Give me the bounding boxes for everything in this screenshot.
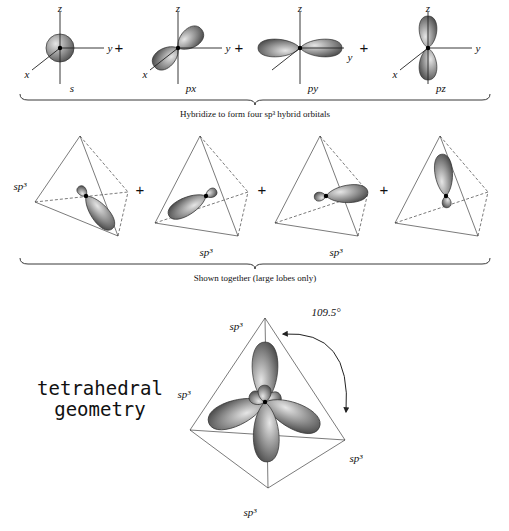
orbital-name: py — [308, 82, 318, 94]
nucleus-dot — [204, 194, 208, 198]
axis-panel — [258, 12, 344, 84]
axis-panel — [32, 12, 104, 84]
angle-arc — [283, 334, 346, 412]
atomic-orbitals — [32, 12, 472, 84]
tetrahedron — [395, 136, 488, 236]
axis-line — [32, 48, 60, 70]
tetrahedron — [275, 136, 369, 236]
orbital-lobe — [75, 184, 89, 199]
nucleus-dot — [263, 400, 267, 404]
axis-panel — [400, 12, 472, 84]
angle-label: 109.5° — [311, 306, 340, 318]
hybrid-orbitals — [35, 136, 488, 236]
orbital-name: pz — [436, 82, 446, 94]
plus-sign: + — [380, 182, 389, 199]
plus-sign: + — [235, 40, 244, 57]
plus-sign: + — [258, 182, 267, 199]
brace — [20, 94, 490, 105]
axis-line — [80, 136, 128, 192]
axis-label: y — [226, 42, 231, 54]
orbital-lobe — [204, 187, 219, 200]
axis-label: x — [143, 68, 148, 80]
axis-label: y — [476, 42, 481, 54]
axis-line — [238, 192, 248, 236]
orbital-name: sp³ — [243, 506, 256, 518]
orbital-lobe — [258, 39, 300, 57]
axis-line — [178, 48, 222, 49]
axis-line — [400, 48, 428, 70]
geometry-label: tetrahedral geometry — [30, 378, 170, 420]
plus-sign: + — [115, 40, 124, 57]
step-caption: Hybridize to form four sp³ hybrid orbita… — [180, 110, 330, 120]
axis-line — [275, 223, 358, 236]
orbital-lobe — [258, 385, 271, 402]
axis-line — [395, 223, 478, 236]
orbital-lobe — [165, 188, 210, 223]
orbital-name: sp³ — [229, 320, 242, 332]
nucleus-dot — [176, 46, 180, 50]
axis-line — [155, 223, 238, 236]
nucleus-dot — [84, 194, 88, 198]
axis-panel — [148, 12, 222, 84]
nucleus-dot — [58, 46, 62, 50]
orbital-name: sp³ — [349, 452, 362, 464]
nucleus-dot — [426, 46, 430, 50]
axis-line — [60, 48, 104, 49]
axis-line — [300, 48, 344, 49]
axis-label: x — [25, 68, 30, 80]
brace — [20, 258, 490, 269]
orbital-lobe — [252, 402, 280, 463]
orbital-name: px — [186, 82, 196, 94]
axis-line — [478, 192, 488, 236]
axis-line — [118, 192, 128, 236]
axis-label: z — [176, 2, 180, 14]
orbital-name: sp³ — [199, 246, 212, 258]
plus-sign: + — [136, 182, 145, 199]
nucleus-dot — [298, 46, 302, 50]
axis-label: z — [58, 2, 62, 14]
orbital-lobe — [172, 22, 208, 56]
axis-label: z — [426, 2, 430, 14]
axis-line — [200, 136, 238, 236]
axis-label: y — [108, 42, 113, 54]
orbital-lobe — [433, 153, 455, 197]
axis-label: z — [298, 2, 302, 14]
axis-line — [272, 48, 300, 70]
axis-line — [150, 48, 178, 70]
orbital-lobe — [325, 183, 368, 205]
orbital-name: sp³ — [329, 246, 342, 258]
axis-line — [395, 192, 488, 223]
orbital-lobe — [79, 190, 119, 234]
orbital-name: sp³ — [13, 180, 26, 192]
orbital-name: sp³ — [177, 388, 190, 400]
axis-label: x — [393, 68, 398, 80]
axis-line — [320, 136, 368, 192]
plus-sign: + — [360, 40, 369, 57]
tetrahedral-hybrids — [190, 318, 345, 488]
nucleus-dot — [324, 194, 328, 198]
tetrahedron — [35, 136, 128, 236]
axis-line — [200, 136, 248, 192]
orbital-name: s — [70, 82, 74, 94]
axis-line — [428, 48, 472, 49]
tetrahedron — [155, 136, 248, 236]
nucleus-dot — [444, 194, 448, 198]
axis-line — [35, 136, 80, 202]
axis-line — [268, 440, 345, 488]
step-caption: Shown together (large lobes only) — [194, 274, 316, 284]
axis-label: y — [348, 51, 353, 63]
